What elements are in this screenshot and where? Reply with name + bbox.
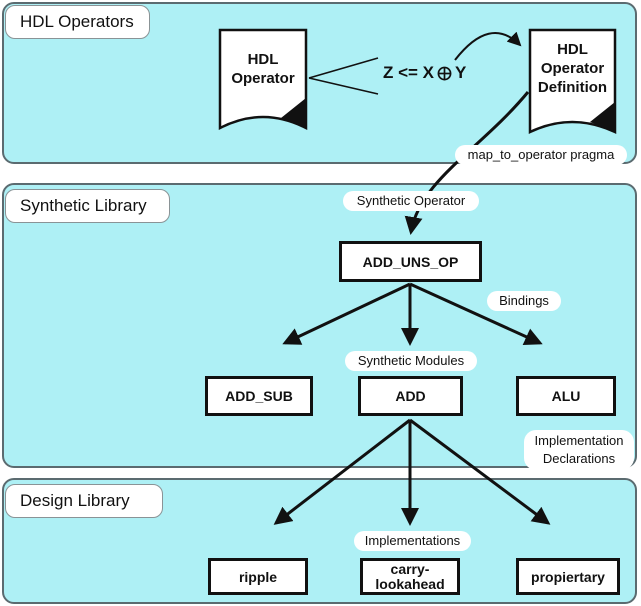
carry-lookahead-implementation-box: carry- lookahead (360, 558, 460, 595)
formula-to-definition-arrow (454, 31, 522, 61)
hdl-operator-document-icon (218, 28, 308, 131)
pointer-line-lower (308, 77, 379, 95)
binding-arrow-add-sub (282, 282, 411, 345)
implementation-arrow-propiertary (409, 418, 551, 525)
synthetic-operator-label: Synthetic Operator (343, 191, 479, 211)
synthetic-modules-label: Synthetic Modules (345, 351, 477, 371)
add-uns-op-box: ADD_UNS_OP (339, 241, 482, 282)
operator-formula: Z <= X Y (383, 63, 466, 83)
formula-right: Y (455, 63, 467, 82)
binding-arrow-alu (409, 282, 543, 345)
implementations-label: Implementations (354, 531, 471, 551)
section-title-hdl-operators: HDL Operators (5, 5, 150, 39)
implementation-declarations-label: Implementation Declarations (524, 430, 634, 470)
alu-module-box: ALU (516, 376, 616, 416)
section-title-synthetic-library: Synthetic Library (5, 189, 170, 223)
pragma-arrow (404, 91, 530, 235)
hdl-operator-definition-label: HDL Operator Definition (537, 41, 608, 96)
section-title-design-library: Design Library (5, 484, 163, 518)
add-sub-module-box: ADD_SUB (205, 376, 313, 416)
propiertary-implementation-box: propiertary (516, 558, 620, 595)
hdl-operator-label: HDL Operator (231, 51, 295, 87)
ripple-implementation-box: ripple (208, 558, 308, 595)
map-to-operator-pragma-label: map_to_operator pragma (455, 145, 627, 165)
xor-circle-plus-icon (437, 66, 452, 80)
add-module-box: ADD (358, 376, 463, 416)
hdl-operator-definition-document-icon (528, 28, 617, 134)
implementation-arrow-ripple (273, 418, 411, 525)
pointer-line-upper (308, 57, 379, 79)
bindings-label: Bindings (487, 291, 561, 311)
formula-left: Z <= X (383, 63, 435, 82)
